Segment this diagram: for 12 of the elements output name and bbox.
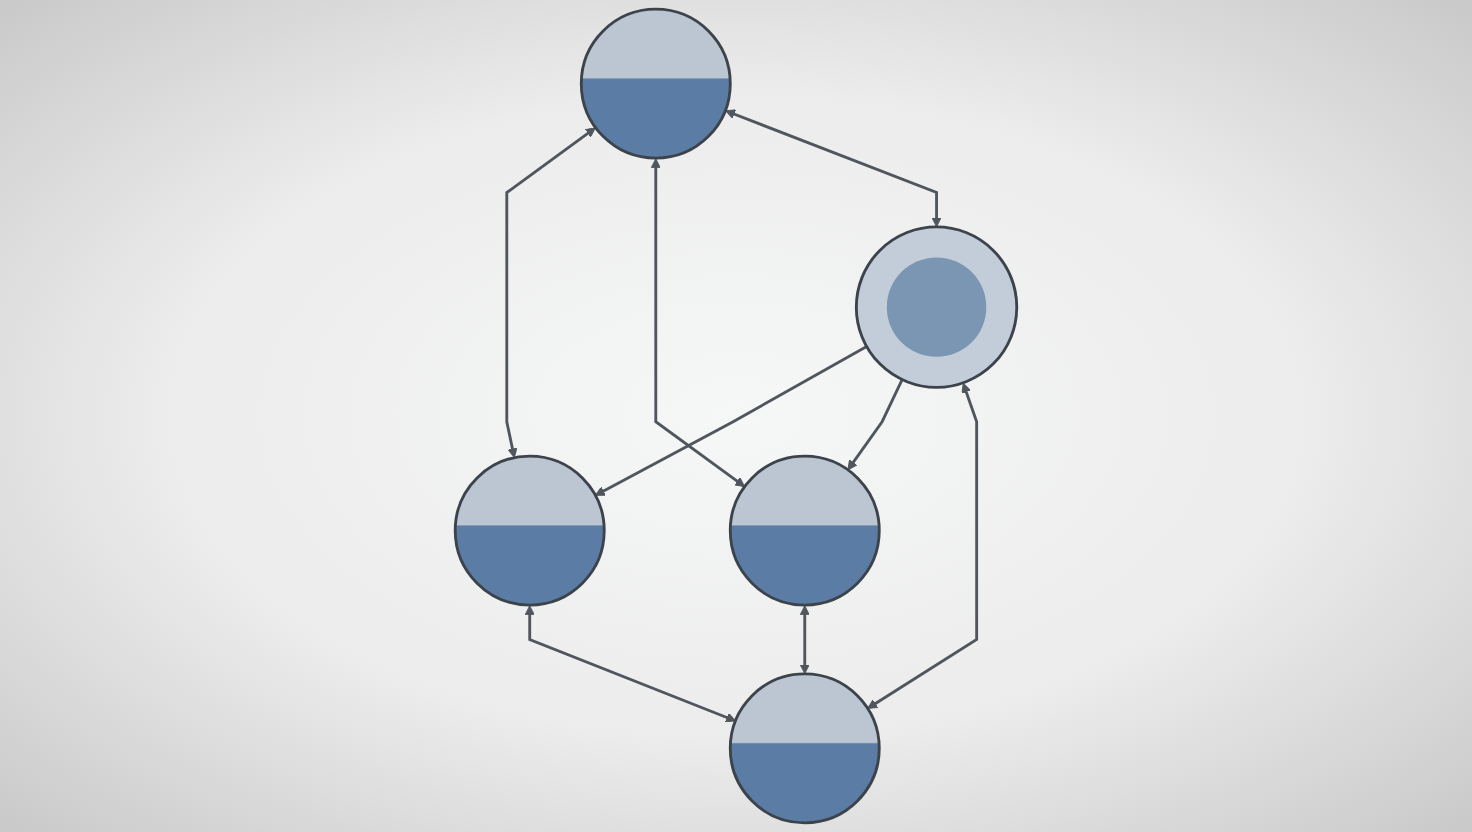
arrow (650, 158, 746, 488)
node-circle (579, 7, 732, 160)
arrow (867, 382, 979, 709)
node-circle (854, 225, 1019, 389)
arrow (594, 345, 868, 496)
arrow (725, 109, 942, 228)
node-circle (728, 672, 881, 825)
arrow (799, 605, 810, 675)
arrow (847, 378, 904, 471)
arrow (524, 605, 736, 723)
node-circle (728, 454, 881, 607)
node-circle (453, 454, 606, 607)
